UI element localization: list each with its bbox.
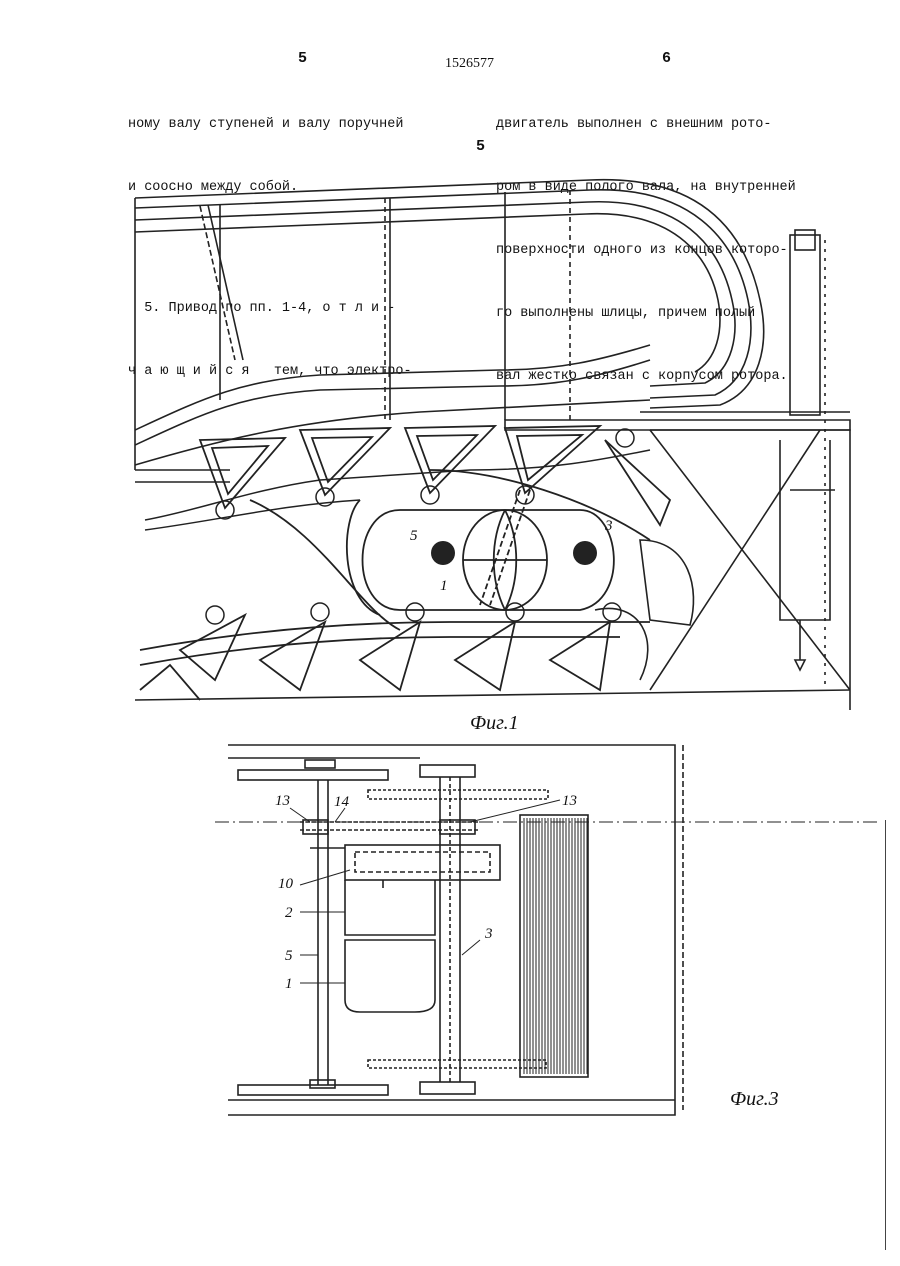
fig1-label-5: 5 <box>410 528 418 544</box>
fig1-label-1: 1 <box>440 578 448 594</box>
fig1-label-3: 3 <box>604 518 613 534</box>
figure-3-caption: Фиг.3 <box>730 1088 779 1111</box>
margin-rule <box>885 820 886 1250</box>
figure-1-caption: Фиг.1 <box>470 712 519 735</box>
